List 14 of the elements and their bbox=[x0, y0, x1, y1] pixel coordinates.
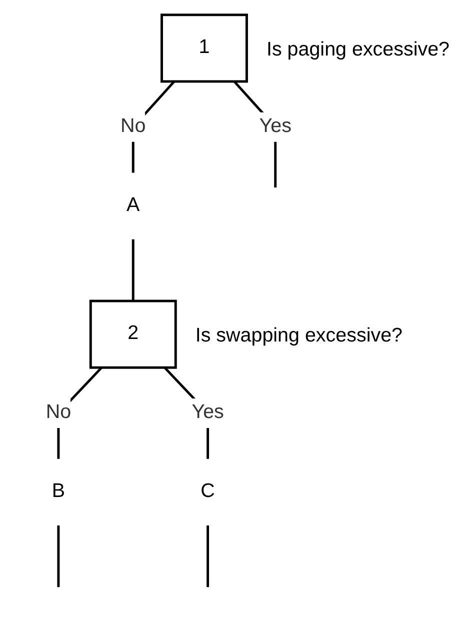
question-text: Is swapping excessive? bbox=[196, 324, 403, 347]
edge-label: Yes bbox=[192, 402, 224, 424]
node-text: A bbox=[126, 194, 140, 216]
branch-line bbox=[132, 239, 135, 301]
question-text: Is paging excessive? bbox=[266, 38, 450, 61]
node-text: C bbox=[200, 481, 216, 502]
branch-line bbox=[206, 525, 210, 588]
branch-line bbox=[58, 525, 60, 588]
node-box: 1 bbox=[160, 14, 248, 83]
edge-label: Yes bbox=[260, 116, 292, 137]
node-box: 2 bbox=[90, 300, 178, 369]
edge-label: No bbox=[120, 116, 146, 137]
node-text: B bbox=[52, 481, 66, 502]
edge-label: No bbox=[46, 402, 72, 424]
